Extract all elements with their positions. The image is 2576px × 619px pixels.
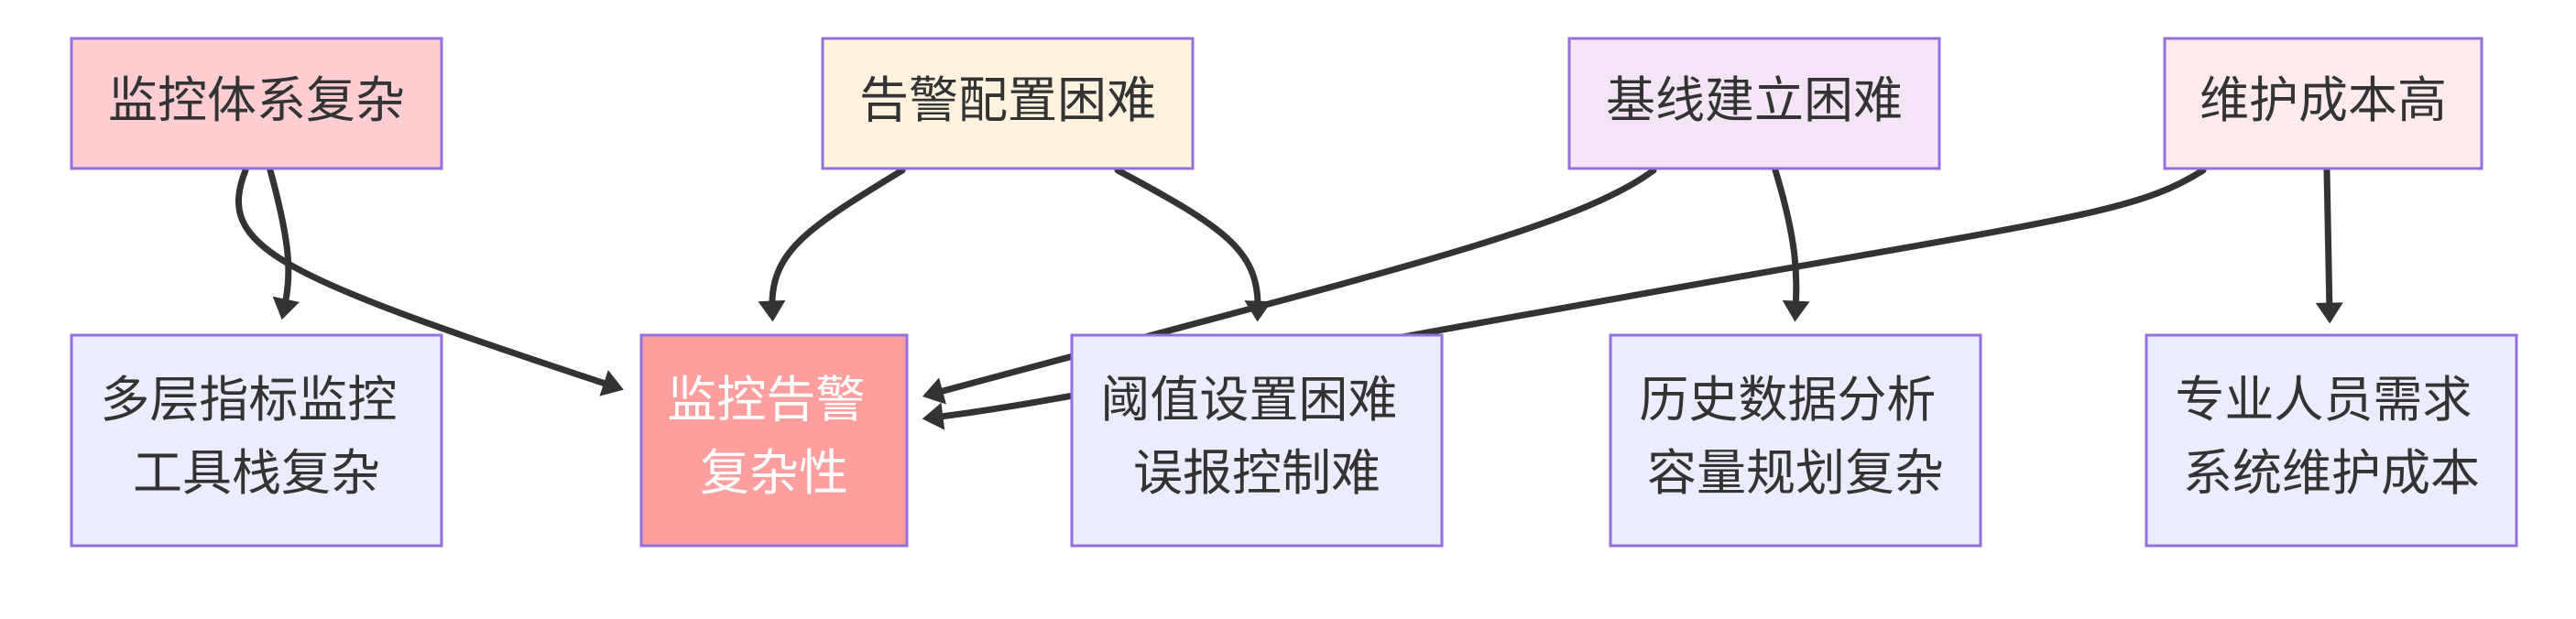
svg-text:基线建立困难: 基线建立困难 [1606, 71, 1903, 129]
node-multilayer-toolstack: 多层指标监控 工具栈复杂 [70, 333, 443, 548]
svg-text:专业人员需求 系统维护成本: 专业人员需求 系统维护成本 [2175, 371, 2487, 502]
svg-text:阈值设置困难 误报控制难: 阈值设置困难 误报控制难 [1100, 371, 1413, 502]
edge-baseline-to-history [1772, 167, 1810, 322]
node-threshold-false-alarm: 阈值设置困难 误报控制难 [1070, 333, 1444, 548]
node-monitoring-alert-complexity: 监控告警 复杂性 [639, 333, 909, 548]
edge-system-to-complexity [235, 167, 624, 396]
svg-text:历史数据分析 容量规划复杂: 历史数据分析 容量规划复杂 [1639, 371, 1951, 502]
svg-text:维护成本高: 维护成本高 [2199, 71, 2447, 129]
svg-text:监控告警 复杂性: 监控告警 复杂性 [667, 371, 880, 502]
nodes: 监控体系复杂 告警配置困难 基线建立困难 维护成本高 多层指标监控 [70, 37, 2518, 548]
svg-text:告警配置困难: 告警配置困难 [859, 71, 1156, 129]
node-alert-config-hard: 告警配置困难 [821, 37, 1195, 170]
edge-alert-to-complexity [758, 167, 906, 322]
node-specialist-cost: 专业人员需求 系统维护成本 [2145, 333, 2518, 548]
svg-text:多层指标监控 工具栈复杂: 多层指标监控 工具栈复杂 [100, 371, 412, 502]
node-baseline-hard: 基线建立困难 [1567, 37, 1941, 170]
edge-system-to-toolstack [267, 167, 300, 320]
edge-alert-to-threshold [1114, 167, 1272, 322]
node-history-capacity: 历史数据分析 容量规划复杂 [1609, 333, 1982, 548]
svg-text:监控体系复杂: 监控体系复杂 [108, 71, 405, 129]
node-maintenance-cost-high: 维护成本高 [2163, 37, 2483, 170]
node-monitoring-system-complex: 监控体系复杂 [70, 37, 443, 170]
edge-maintenance-to-specialist [2315, 167, 2343, 324]
